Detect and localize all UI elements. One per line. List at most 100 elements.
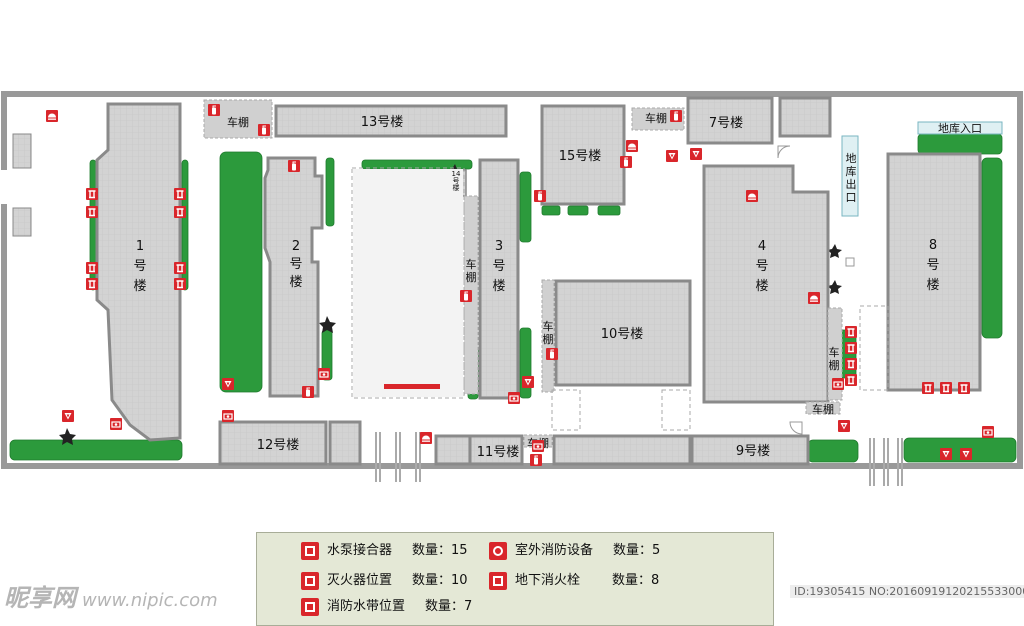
shed-label: 棚 bbox=[829, 358, 840, 372]
underground-hydrant-icon bbox=[222, 378, 234, 390]
building-label-b12: 12号楼 bbox=[257, 438, 300, 453]
legend-count: 数量：5 bbox=[613, 543, 661, 558]
outdoor-fire-equipment-icon bbox=[46, 110, 58, 122]
pump-connector-icon bbox=[957, 381, 971, 395]
legend-label: 地下消火栓 bbox=[515, 573, 581, 588]
building-label-b14: 号 bbox=[453, 177, 460, 185]
underground-hydrant-icon bbox=[489, 571, 507, 590]
shed-label: 车棚 bbox=[645, 111, 667, 125]
legend-item-fire-extinguisher: 灭火器位置数量：10 bbox=[301, 571, 468, 591]
pump-connector-icon bbox=[844, 357, 858, 371]
pump-connector-icon bbox=[173, 277, 187, 291]
outdoor-fire-equipment-icon bbox=[626, 140, 638, 152]
pump-connector-icon bbox=[173, 261, 187, 275]
garage-entrance-label: 地库入口 bbox=[938, 122, 982, 135]
site-boundary-wall bbox=[1, 91, 1023, 469]
red-marker-bar bbox=[384, 384, 440, 389]
building-10-footprint bbox=[554, 279, 692, 387]
fire-extinguisher-icon bbox=[301, 571, 319, 590]
building-label-b4: 楼 bbox=[755, 279, 768, 294]
building-label-b1: 1 bbox=[136, 239, 144, 254]
garage-exit-char: 库 bbox=[846, 165, 857, 178]
building-label-b3: 号 bbox=[492, 259, 505, 274]
legend-item-fire-hose: 消防水带位置数量：7 bbox=[301, 597, 472, 617]
building-label-b15: 15号楼 bbox=[559, 149, 602, 164]
pump-connector-icon bbox=[85, 277, 99, 291]
legend-panel: 水泵接合器数量：15 室外消防设备数量：5 灭火器位置数量：10 地下消火栓数量… bbox=[256, 532, 774, 626]
underground-hydrant-icon bbox=[62, 410, 74, 422]
fire-hose-icon bbox=[317, 367, 331, 381]
legend-label: 水泵接合器 bbox=[327, 543, 393, 558]
building-label-b2: 号 bbox=[289, 257, 302, 272]
building-label-b2: 2 bbox=[292, 239, 300, 254]
underground-hydrant-icon bbox=[690, 148, 702, 160]
legend-label: 灭火器位置 bbox=[327, 573, 393, 588]
gate-bars bbox=[375, 432, 903, 486]
building-11-annex bbox=[434, 434, 472, 466]
building-label-b1: 号 bbox=[133, 259, 146, 274]
fire-extinguisher-icon bbox=[533, 189, 547, 203]
garage-exit-char: 地 bbox=[846, 152, 857, 165]
pump-connector-icon bbox=[173, 205, 187, 219]
pump-connector-icon bbox=[844, 325, 858, 339]
fire-extinguisher-icon bbox=[287, 159, 301, 173]
building-15-footprint bbox=[540, 104, 626, 206]
shed-label: 车棚 bbox=[812, 402, 834, 416]
pump-connector-icon bbox=[844, 373, 858, 387]
building-8-footprint bbox=[886, 152, 982, 392]
building-label-b11: 11号楼 bbox=[477, 445, 520, 460]
watermark-id: ID:19305415 NO:20160919120215533000 bbox=[790, 585, 1024, 598]
building-12-annex bbox=[328, 420, 362, 466]
underground-hydrant-icon bbox=[940, 448, 952, 460]
legend-count: 数量：8 bbox=[612, 573, 660, 588]
outdoor-fire-equipment-icon bbox=[808, 292, 820, 304]
building-label-b4: 4 bbox=[758, 239, 766, 254]
fire-extinguisher-icon bbox=[257, 123, 271, 137]
fire-extinguisher-icon bbox=[669, 109, 683, 123]
fire-hose-icon bbox=[109, 417, 123, 431]
shed-label: 车 bbox=[829, 345, 840, 359]
building-11-footprint bbox=[468, 434, 524, 466]
fire-hose-icon bbox=[221, 409, 235, 423]
shed-label: 车 bbox=[466, 257, 477, 271]
building-7-annex bbox=[778, 96, 832, 138]
underground-hydrant-icon bbox=[960, 448, 972, 460]
fire-extinguisher-icon bbox=[529, 453, 543, 467]
shed-label: 车棚 bbox=[227, 115, 249, 129]
pump-connector-icon bbox=[85, 205, 99, 219]
guard-house bbox=[12, 207, 32, 237]
building-label-b2: 楼 bbox=[289, 275, 302, 290]
building-label-b1: 楼 bbox=[133, 279, 146, 294]
underground-hydrant-icon bbox=[838, 420, 850, 432]
shed-label: 车 bbox=[543, 319, 554, 333]
outdoor-fire-equipment-icon bbox=[489, 541, 507, 560]
building-1-footprint bbox=[95, 102, 182, 442]
building-9-footprint bbox=[690, 434, 810, 466]
green-belts bbox=[9, 133, 1017, 463]
pump-connector-icon bbox=[85, 261, 99, 275]
garage-entrance-box bbox=[917, 121, 1003, 135]
pump-connector-icon bbox=[301, 541, 319, 560]
pump-connector-icon bbox=[921, 381, 935, 395]
pump-connector-icon bbox=[173, 187, 187, 201]
shed-label: 棚 bbox=[543, 332, 554, 346]
underground-hydrant-icon bbox=[522, 376, 534, 388]
building-12-footprint bbox=[218, 420, 328, 466]
building-9-annex bbox=[552, 434, 692, 466]
pump-connector-icon bbox=[844, 341, 858, 355]
building-label-b7: 7号楼 bbox=[709, 116, 743, 131]
building-label-b3: 3 bbox=[495, 239, 503, 254]
fire-hose-icon bbox=[831, 377, 845, 391]
outdoor-fire-equipment-icon bbox=[420, 432, 432, 444]
building-label-b4: 号 bbox=[755, 259, 768, 274]
pump-connector-icon bbox=[939, 381, 953, 395]
pump-connector-icon bbox=[85, 187, 99, 201]
fire-hose-icon bbox=[301, 597, 319, 616]
guard-house bbox=[12, 133, 32, 169]
building-label-b3: 楼 bbox=[492, 279, 505, 294]
building-4-footprint bbox=[702, 164, 830, 404]
shed-label: 棚 bbox=[466, 270, 477, 284]
building-7-footprint bbox=[686, 96, 774, 145]
building-2-footprint bbox=[263, 156, 324, 398]
